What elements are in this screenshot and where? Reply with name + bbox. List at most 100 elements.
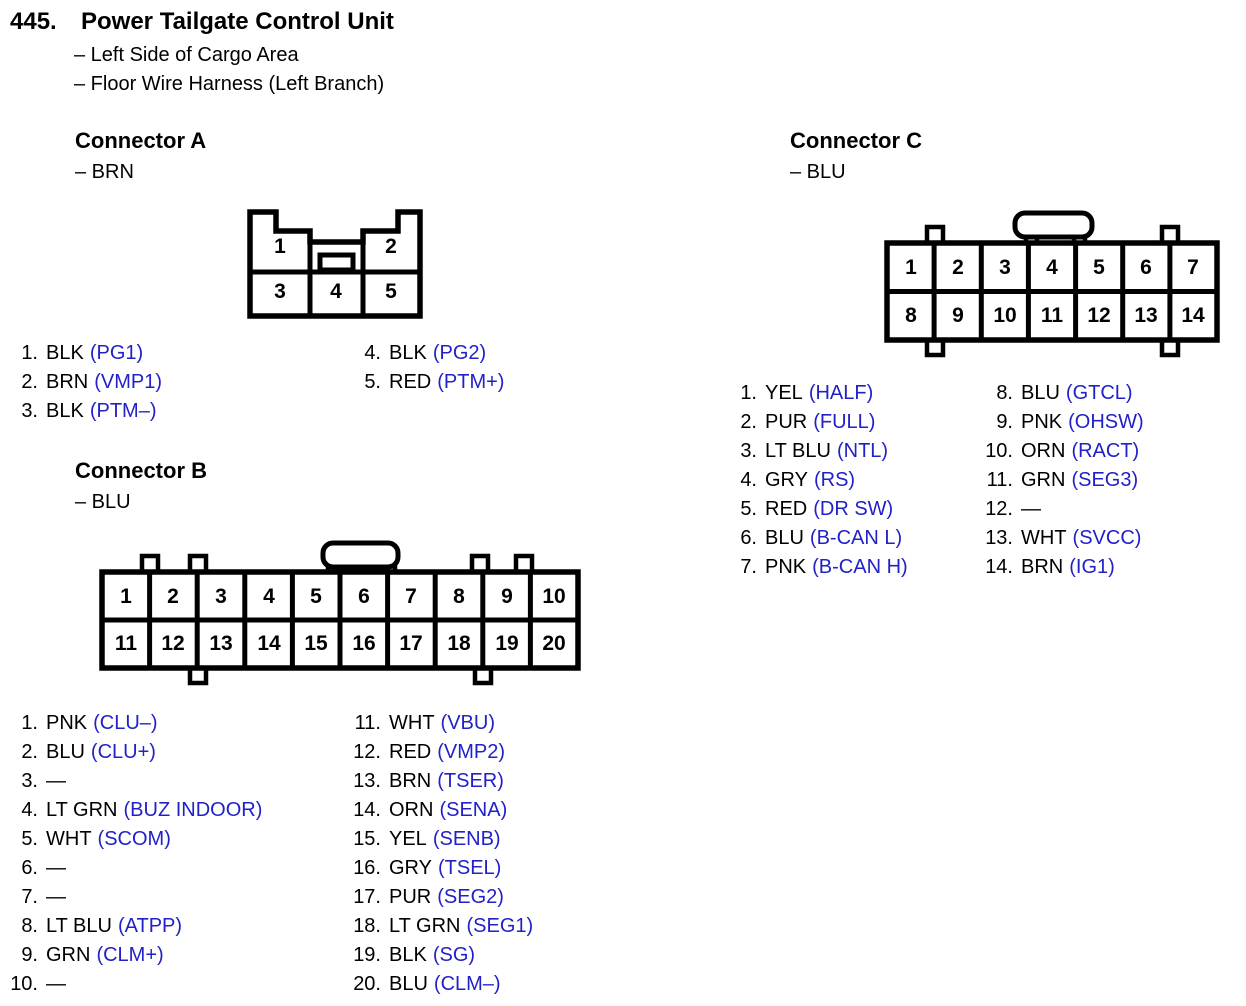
wire-color: ORN [1021, 440, 1066, 462]
pin-cell-number: 9 [501, 585, 513, 608]
pin-list-item: 3.BLK(PTM–) [0, 397, 162, 426]
connector-c-latch [1012, 210, 1095, 245]
wire-color: BLU [46, 741, 85, 763]
pin-list-item: 6.BLU(B-CAN L) [719, 524, 908, 553]
pin-cell-number: 12 [161, 632, 184, 655]
pin-list-item: 5.RED(PTM+) [343, 368, 504, 397]
pin-list-item: 13.BRN(TSER) [343, 767, 533, 796]
pin-cell-number: 1 [905, 256, 917, 279]
pin-cell-number: 2 [952, 256, 964, 279]
wire-color: LT BLU [46, 915, 112, 937]
pin-number: 16. [353, 857, 381, 879]
signal-name: (SVCC) [1072, 527, 1142, 549]
signal-name: (CLU+) [90, 741, 156, 763]
wire-color: LT BLU [765, 440, 831, 462]
connector-b-cell-numbers: 1 2 3 4 5 6 7 8 9 10 11 12 13 14 15 16 1… [115, 585, 566, 655]
connector-a-latch [317, 252, 356, 273]
connector-b-color-note: – BLU [75, 491, 131, 513]
signal-name: (RACT) [1071, 440, 1140, 462]
pin-list-item: 5.RED(DR SW) [719, 495, 908, 524]
connector-c-pin-list-col1: 1.YEL(HALF) 2.PUR(FULL) 3.LT BLU(NTL) 4.… [719, 379, 908, 582]
signal-name: (SEG2) [437, 886, 504, 908]
pin-list-item: 14.BRN(IG1) [975, 553, 1144, 582]
signal-name: (SENA) [439, 799, 508, 821]
pin-list-item: 11.GRN(SEG3) [975, 466, 1144, 495]
wire-color: GRN [1021, 469, 1066, 491]
pin-cell-number: 1 [274, 235, 286, 258]
pin-number: 12. [985, 498, 1013, 520]
pin-list-item: 2.BRN(VMP1) [0, 368, 162, 397]
wire-color: BLU [1021, 382, 1060, 404]
pin-number: 17. [353, 886, 381, 908]
pin-number: 18. [353, 915, 381, 937]
wire-color: PUR [389, 886, 432, 908]
connector-c-outline [884, 240, 1220, 343]
signal-name: (PG1) [89, 342, 144, 364]
pin-cell-number: 13 [209, 632, 232, 655]
connector-b-outline [99, 569, 581, 671]
signal-name: (VMP1) [94, 371, 163, 393]
signal-name: (TSEL) [437, 857, 502, 879]
pin-cell-number: 3 [274, 280, 286, 303]
pin-cell-number: 4 [330, 280, 342, 303]
wire-color: BRN [389, 770, 432, 792]
pin-number: 2. [21, 741, 38, 763]
pin-list-item: 14.ORN(SENA) [343, 796, 533, 825]
wire-color: PUR [765, 411, 808, 433]
pin-cell-number: 3 [999, 256, 1011, 279]
wire-color: — [1021, 498, 1041, 520]
signal-name: (HALF) [808, 382, 874, 404]
connector-b-diagram: 1 2 3 4 5 6 7 8 9 10 11 12 13 14 15 16 1… [99, 540, 581, 686]
pin-cell-number: 10 [542, 585, 565, 608]
connector-a-pin-list-col2: 4.BLK(PG2) 5.RED(PTM+) [343, 339, 504, 397]
wire-color: PNK [765, 556, 807, 578]
pin-number: 1. [21, 712, 38, 734]
pin-number: 9. [21, 944, 38, 966]
pin-number: 5. [364, 371, 381, 393]
pin-cell-number: 14 [1181, 304, 1205, 327]
signal-name: (PTM+) [437, 371, 505, 393]
signal-name: (FULL) [813, 411, 876, 433]
pin-list-item: 17. PUR(SEG2) [343, 883, 533, 912]
pin-list-item: 10.— [0, 970, 262, 999]
pin-number: 3. [740, 440, 757, 462]
pin-list-item: 1.BLK(PG1) [0, 339, 162, 368]
pin-list-item: 13. WHT(SVCC) [975, 524, 1144, 553]
signal-name: (CLU–) [93, 712, 158, 734]
pin-number: 9. [996, 411, 1013, 433]
pin-number: 7. [740, 556, 757, 578]
wire-color: WHT [1021, 527, 1067, 549]
pin-list-item: 7.PNK(B-CAN H) [719, 553, 907, 582]
pin-list-item: 9. PNK(OHSW) [975, 408, 1144, 437]
pin-cell-number: 7 [1187, 256, 1199, 279]
pin-number: 5. [21, 828, 38, 850]
pin-cell-number: 4 [263, 585, 275, 608]
wire-color: PNK [1021, 411, 1063, 433]
pin-cell-number: 4 [1046, 256, 1058, 279]
pin-cell-number: 19 [495, 632, 518, 655]
signal-name: (IG1) [1069, 556, 1115, 578]
pin-number: 8. [21, 915, 38, 937]
pin-list-item: 3.LT BLU(NTL) [719, 437, 908, 466]
wire-color: — [46, 973, 66, 995]
pin-number: 14. [353, 799, 381, 821]
signal-name: (OHSW) [1068, 411, 1144, 433]
wire-color: GRY [389, 857, 432, 879]
pin-cell-number: 1 [120, 585, 132, 608]
pin-cell-number: 5 [385, 280, 397, 303]
wire-color: PNK [46, 712, 88, 734]
connector-a-cell-numbers: 1 2 3 4 5 [274, 235, 397, 303]
signal-name: (SEG1) [466, 915, 534, 937]
pin-list-item: 18.LT GRN(SEG1) [343, 912, 533, 941]
pin-number: 15. [353, 828, 381, 850]
signal-name: (VMP2) [437, 741, 506, 763]
pin-number: 14. [985, 556, 1013, 578]
pin-number: 11. [354, 712, 381, 734]
pin-list-item: 4.GRY(RS) [719, 466, 908, 495]
pin-cell-number: 8 [905, 304, 917, 327]
connector-a-diagram: 1 2 3 4 5 [247, 209, 423, 319]
signal-name: (SENB) [432, 828, 501, 850]
pin-cell-number: 6 [358, 585, 370, 608]
pin-number: 13. [985, 527, 1013, 549]
pin-list-item: 20.BLU(CLM–) [343, 970, 533, 999]
